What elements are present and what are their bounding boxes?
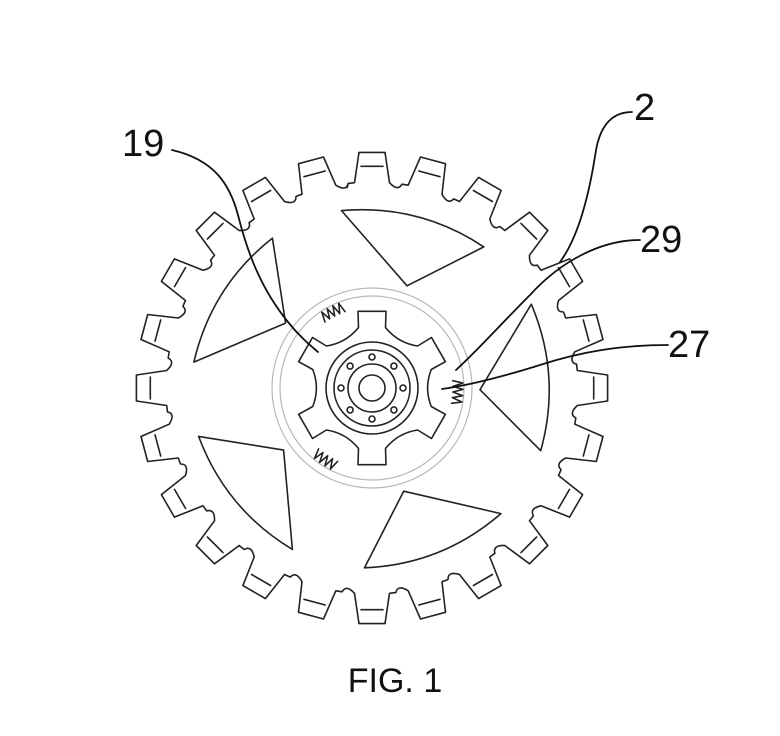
leader-line-19 [171,149,319,353]
tooth-detail [582,319,590,342]
tooth-detail [173,266,187,288]
hub-inner-circle [347,363,397,413]
spring-coil [313,448,339,470]
hub-pawl-dot [337,384,345,392]
hub-assembly [297,310,447,466]
tooth-detail [418,598,441,606]
spoke-window [193,237,287,363]
hub-mid-circle [333,349,411,427]
tooth-detail [250,189,272,203]
leader-lines [171,111,669,390]
tooth-detail [520,536,538,554]
spoke-window-group [193,208,551,569]
tooth-detail [557,488,571,510]
ref-label-2: 2 [634,87,655,129]
tooth-detail [250,573,272,587]
tooth-detail [557,266,571,288]
spring-group [313,302,464,470]
hub-pawl-dot [368,415,376,423]
tooth-detail [520,222,538,240]
hub-pawl-dot [368,353,376,361]
spring-coil [450,379,464,405]
hub-bore [358,374,386,402]
spoke-window [363,490,502,569]
tooth-tip-group [149,165,595,611]
tooth-detail [206,536,224,554]
leader-line-27 [441,344,669,390]
spoke-window [197,435,294,551]
hub-pawl-dot [346,362,354,370]
tooth-detail [303,598,326,606]
ref-label-19: 19 [122,123,164,165]
hub-pawl-dot [399,384,407,392]
tooth-detail [173,488,187,510]
tooth-detail [154,319,162,342]
inner-ring-faint-2 [279,295,465,481]
tooth-detail [206,222,224,240]
tooth-detail [418,170,441,178]
tooth-detail [472,573,494,587]
tooth-detail [154,434,162,457]
tooth-detail [303,170,326,178]
spring-coil [321,302,346,323]
tooth-detail [472,189,494,203]
figure-caption: FIG. 1 [348,662,442,700]
hub-outer-circle [325,341,419,435]
sprocket-gear [135,151,609,625]
ref-label-27: 27 [668,324,710,366]
ref-label-29: 29 [640,219,682,261]
leader-line-2 [559,111,633,263]
spoke-window [479,303,551,452]
tooth-detail [582,434,590,457]
hub-pawl-dot [390,406,398,414]
leader-line-29 [455,239,641,371]
hub-pawl-dot [346,406,354,414]
hub-pawl-dot [390,362,398,370]
spoke-window [340,208,485,287]
inner-ring-faint [271,287,473,489]
